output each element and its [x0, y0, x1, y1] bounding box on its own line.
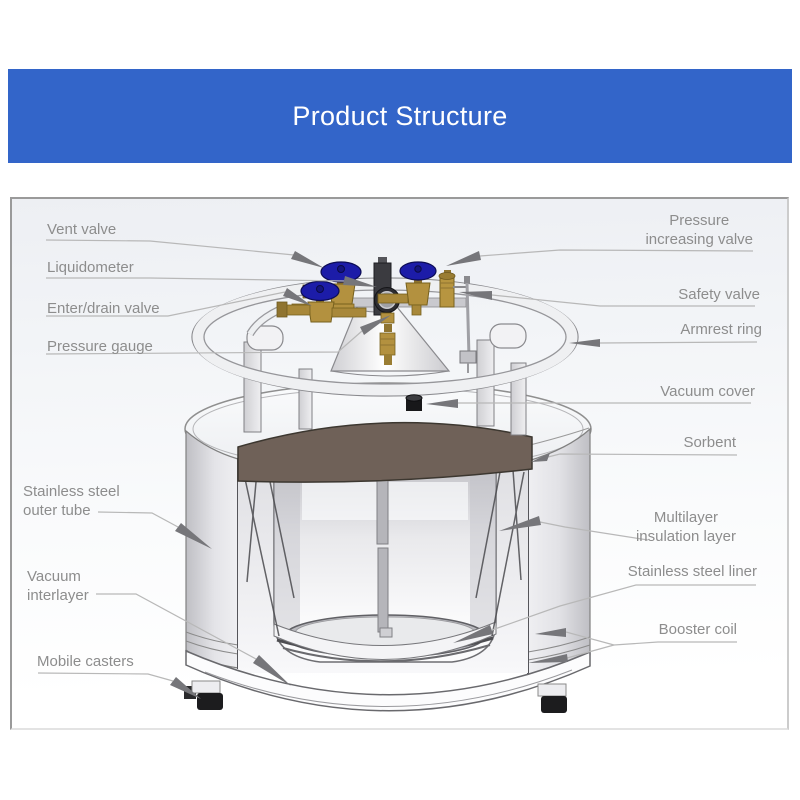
- label-stainless-steel-liner: Stainless steel liner: [627, 563, 757, 580]
- page-title: Product Structure: [292, 100, 508, 131]
- label-booster-coil: Booster coil: [658, 621, 737, 638]
- label-sorbent: Sorbent: [683, 434, 736, 451]
- label-pressure-gauge: Pressure gauge: [47, 338, 153, 355]
- header-banner: Product Structure: [8, 69, 792, 163]
- label-liquidometer: Liquidometer: [47, 259, 134, 276]
- label-multilayer-insulation-layer: Multilayer insulation layer: [635, 509, 736, 545]
- label-armrest-ring: Armrest ring: [680, 321, 762, 338]
- label-stainless-steel-outer-tube: Stainless steel outer tube: [23, 483, 120, 519]
- label-vacuum-interlayer: Vacuum interlayer: [27, 568, 89, 604]
- label-safety-valve: Safety valve: [678, 286, 760, 303]
- label-enter-drain-valve: Enter/drain valve: [47, 300, 160, 317]
- label-pressure-increasing-valve: Pressure increasing valve: [645, 212, 753, 248]
- label-vacuum-cover: Vacuum cover: [660, 383, 755, 400]
- label-mobile-casters: Mobile casters: [37, 653, 134, 670]
- label-vent-valve: Vent valve: [47, 221, 117, 238]
